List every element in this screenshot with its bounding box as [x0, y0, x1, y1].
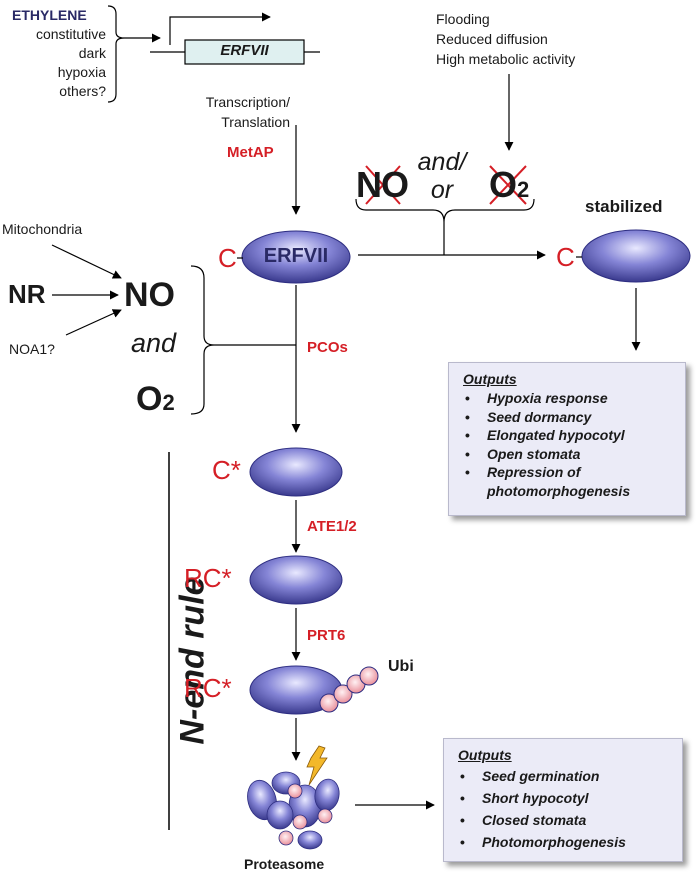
output-item-continued: photomorphogenesis [487, 482, 631, 499]
output-item: Seed germination [458, 765, 676, 787]
output-item: Open stomata [463, 445, 679, 464]
cstar-label: C* [212, 455, 241, 485]
inducer-item: dark [78, 45, 106, 61]
outputs-bottom-box: Outputs Seed germination Short hypocotyl… [443, 738, 683, 862]
outputs-bottom-content: Outputs Seed germination Short hypocotyl… [458, 747, 676, 853]
outputs-top-title: Outputs [463, 371, 517, 387]
o2-cross-b [489, 165, 527, 205]
condition-item: Reduced diffusion [436, 31, 548, 47]
rcstar-protein-1 [249, 555, 343, 605]
erfvii-c-label: C [218, 243, 237, 273]
and-or-line-1: and/ [417, 148, 467, 176]
output-item: Closed stomata [458, 809, 676, 831]
inducer-item: hypoxia [57, 64, 106, 80]
condition-item: High metabolic activity [436, 51, 576, 67]
mitochondria-label: Mitochondria [2, 221, 83, 237]
ate-label: ATE1/2 [307, 518, 357, 535]
ubiquitin-1 [319, 693, 339, 713]
proteasome-label: Proteasome [244, 856, 325, 872]
stabilized-label: stabilized [585, 197, 663, 216]
output-item: Elongated hypocotyl [463, 426, 679, 445]
output-item: Seed dormancy [463, 408, 679, 427]
o2-label: O2 [136, 380, 175, 419]
transcription-label: Transcription/ Translation [190, 92, 290, 132]
transcription-line-1: Transcription/ [205, 94, 290, 110]
and-or-line-2: or [430, 176, 454, 204]
gene-name: ERFVII [220, 42, 269, 59]
ubiquitin-2 [333, 684, 353, 704]
no-cross-b [365, 165, 401, 205]
outputs-top-content: Outputs Hypoxia response Seed dormancy E… [463, 371, 679, 500]
rcstar-label-1: RC* [184, 563, 232, 593]
o2-crossed-sub: 2 [517, 177, 530, 202]
promoter-arrow [169, 12, 271, 45]
lightning-icon [306, 745, 328, 786]
erfvii-protein [241, 230, 351, 284]
outputs-bottom-title: Outputs [458, 747, 512, 763]
inducer-item: others? [59, 83, 106, 99]
mitochondria-arrow [51, 244, 122, 279]
transcription-line-2: Translation [221, 114, 290, 130]
proteasome-cluster [247, 771, 340, 850]
ubi-label: Ubi [388, 658, 414, 675]
o2-o: O [136, 380, 163, 418]
prt6-label: PRT6 [307, 627, 346, 644]
no-label: NO [124, 276, 175, 314]
stabilized-protein [581, 229, 691, 283]
rcstar-label-2: RC* [184, 673, 232, 703]
output-item: Short hypocotyl [458, 787, 676, 809]
conditions-list: Flooding Reduced diffusion High metaboli… [436, 9, 575, 69]
gene-box [184, 39, 305, 65]
inducer-item: constitutive [35, 26, 106, 42]
and-label: and [131, 328, 177, 358]
output-item: Repression of [463, 463, 679, 482]
condition-item: Flooding [436, 11, 490, 27]
o2-crossed-label: O2 [489, 164, 529, 206]
outputs-top-box: Outputs Hypoxia response Seed dormancy E… [448, 362, 686, 516]
erfvii-protein-label: ERFVII [263, 245, 329, 267]
output-item: Photomorphogenesis [458, 831, 676, 853]
ubiquitin-4 [359, 666, 379, 686]
noa1-label: NOA1? [9, 341, 55, 357]
n-end-rule-label: N-end rule [173, 576, 212, 745]
inducer-list: constitutive dark hypoxia others? [18, 25, 106, 101]
no-crossed-label: NO [356, 164, 409, 205]
pcos-label: PCOs [307, 339, 348, 356]
noa1-arrow [65, 309, 122, 336]
ethylene-label: ETHYLENE [12, 7, 87, 23]
o2-crossed-o: O [489, 164, 518, 205]
metap-label: MetAP [227, 144, 274, 161]
inducer-brace [107, 5, 125, 103]
outputs-top-list: Hypoxia response Seed dormancy Elongated… [463, 389, 679, 500]
output-item: Hypoxia response [463, 389, 679, 408]
nr-label: NR [8, 279, 46, 309]
outputs-bottom-list: Seed germination Short hypocotyl Closed … [458, 765, 676, 853]
and-or-label: and/ or [412, 148, 472, 204]
cstar-protein [249, 447, 343, 497]
no-and-o2-brace [190, 265, 215, 415]
stabilized-c-label: C [556, 242, 575, 272]
o2-sub: 2 [162, 390, 175, 415]
